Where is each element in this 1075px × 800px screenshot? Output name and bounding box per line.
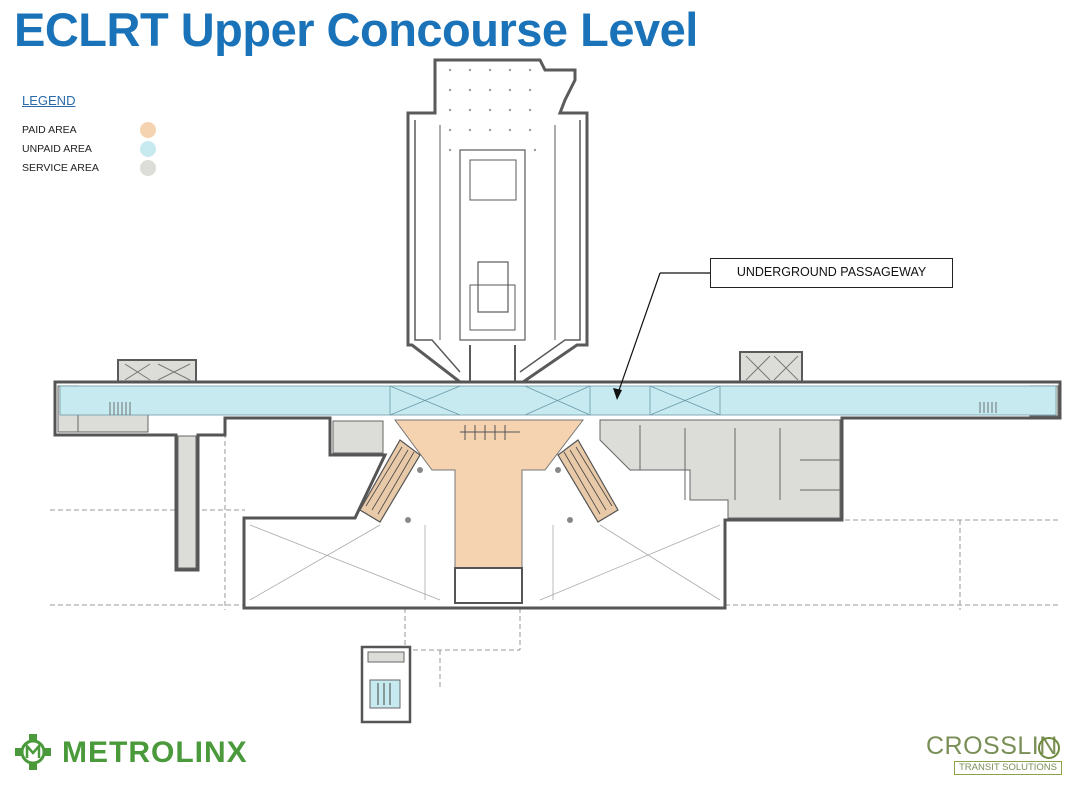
site-outline-dashed	[50, 425, 1060, 690]
column-markers	[405, 467, 573, 523]
stairs-passageway	[109, 402, 997, 415]
legend-swatch-service	[140, 160, 156, 176]
north-building-grid	[448, 68, 537, 152]
arrowhead	[613, 388, 622, 400]
crosslinx-tagline: TRANSIT SOLUTIONS	[954, 761, 1063, 775]
south-stair-shaft	[360, 645, 412, 724]
callout-underground-passageway: UNDERGROUND PASSAGEWAY	[710, 258, 953, 288]
legend-label: UNPAID AREA	[22, 143, 92, 155]
vent-shaft-rooms	[117, 351, 803, 383]
legend-heading: LEGEND	[22, 93, 76, 108]
north-building	[406, 58, 589, 384]
metrolinx-wordmark: METROLINX	[62, 736, 248, 769]
passageway-bays	[389, 385, 721, 416]
callout-leader-arrow	[616, 272, 661, 397]
escalator-west	[359, 439, 421, 523]
metrolinx-icon	[15, 734, 51, 770]
crosslinx-logo: CROSSLIN TRANSIT SOLUTIONS	[924, 732, 1074, 780]
legend-item-paid-area: PAID AREA	[22, 122, 172, 138]
legend-swatch-unpaid	[140, 141, 156, 157]
legend-label: SERVICE AREA	[22, 162, 99, 174]
legend-item-service-area: SERVICE AREA	[22, 160, 172, 176]
legend-swatch-paid	[140, 122, 156, 138]
crosslinx-wordmark: CROSSLIN	[926, 732, 1058, 760]
metrolinx-logo: METROLINX	[14, 733, 264, 773]
legend-item-unpaid-area: UNPAID AREA	[22, 141, 172, 157]
main-building-outline	[53, 380, 1062, 610]
lower-hall-bracing	[249, 524, 721, 601]
elevator-core	[454, 567, 523, 604]
page-title: ECLRT Upper Concourse Level	[14, 3, 698, 56]
crosslinx-x-icon	[1038, 737, 1060, 759]
escalator-east	[557, 439, 619, 523]
legend-label: PAID AREA	[22, 124, 77, 136]
faregate-line	[460, 425, 520, 440]
service-area	[57, 385, 1059, 569]
